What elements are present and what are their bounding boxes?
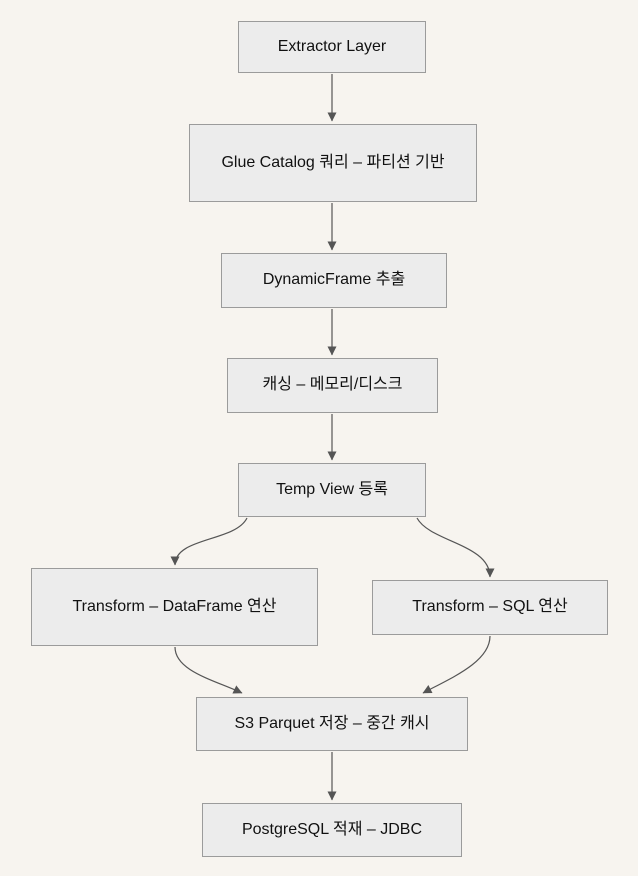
- node-postgresql-load-label: PostgreSQL 적재 – JDBC: [241, 820, 423, 838]
- node-temp-view-register: Temp View 등록: [238, 463, 426, 517]
- node-postgresql-load: PostgreSQL 적재 – JDBC: [202, 803, 462, 857]
- node-extractor-layer-label: Extractor Layer: [277, 37, 387, 55]
- edge-transform-dataframe-to-s3-parquet: [174, 646, 243, 694]
- edge-temp-view-to-transform-sql: [416, 517, 495, 578]
- node-caching-memory-disk: 캐싱 – 메모리/디스크: [227, 358, 438, 413]
- node-dynamicframe-extract: DynamicFrame 추출: [221, 253, 447, 308]
- edge-transform-sql-to-s3-parquet: [422, 635, 491, 694]
- node-temp-view-register-label: Temp View 등록: [276, 480, 388, 498]
- node-caching-memory-disk-label: 캐싱 – 메모리/디스크: [262, 376, 403, 394]
- edge-temp-view-to-transform-dataframe: [170, 517, 248, 566]
- node-extractor-layer: Extractor Layer: [238, 21, 426, 73]
- node-glue-catalog-query: Glue Catalog 쿼리 – 파티션 기반: [189, 124, 477, 202]
- node-transform-dataframe-label: Transform – DataFrame 연산: [72, 597, 277, 615]
- node-transform-sql-label: Transform – SQL 연산: [412, 598, 568, 616]
- node-s3-parquet-save-label: S3 Parquet 저장 – 중간 캐시: [234, 714, 430, 732]
- node-dynamicframe-extract-label: DynamicFrame 추출: [262, 271, 406, 289]
- node-transform-dataframe: Transform – DataFrame 연산: [31, 568, 318, 646]
- node-s3-parquet-save: S3 Parquet 저장 – 중간 캐시: [196, 697, 468, 751]
- node-glue-catalog-query-label: Glue Catalog 쿼리 – 파티션 기반: [221, 153, 445, 171]
- node-transform-sql: Transform – SQL 연산: [372, 580, 608, 635]
